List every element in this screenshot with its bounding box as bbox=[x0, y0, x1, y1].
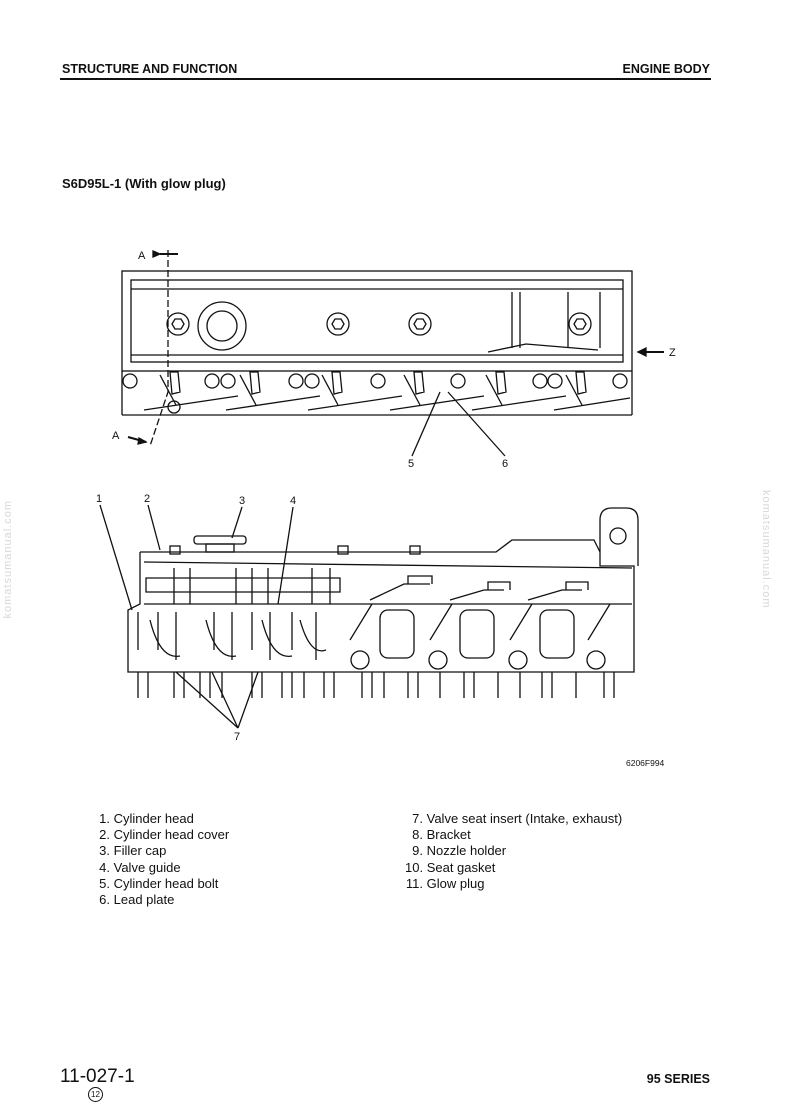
callout-7: 7 bbox=[234, 731, 240, 743]
rocker-row bbox=[122, 371, 631, 414]
top-view: A A Z 5 6 bbox=[112, 250, 676, 470]
legend-label: Cylinder head cover bbox=[113, 827, 230, 843]
legend-item: 9. Nozzle holder bbox=[405, 843, 622, 859]
legend-item: 11. Glow plug bbox=[405, 876, 622, 892]
revision-mark: 12 bbox=[88, 1087, 103, 1102]
watermark-right: komatsumanual.com bbox=[760, 490, 772, 609]
legend-right-column: 7. Valve seat insert (Intake, exhaust) 8… bbox=[405, 811, 622, 892]
legend-item: 10. Seat gasket bbox=[405, 860, 622, 876]
legend-number: 2. bbox=[99, 827, 110, 843]
filler-cap-top bbox=[197, 301, 247, 351]
legend-item: 6. Lead plate bbox=[92, 892, 229, 908]
head-cover-outline bbox=[121, 270, 633, 372]
legend-number: 4. bbox=[99, 859, 110, 875]
legend-number: 9. bbox=[412, 843, 423, 859]
legend-number: 6. bbox=[99, 892, 110, 908]
legend-item: 2. Cylinder head cover bbox=[92, 827, 229, 843]
legend-number: 10. bbox=[405, 859, 424, 875]
callout-6: 6 bbox=[502, 458, 508, 470]
legend-number: 1. bbox=[99, 811, 110, 826]
figure-title: S6D95L-1 (With glow plug) bbox=[62, 176, 226, 191]
callout-3: 3 bbox=[239, 495, 245, 507]
view-label-z: Z bbox=[669, 347, 676, 359]
legend-number: 5. bbox=[99, 875, 110, 891]
legend-item: 1. Cylinder head bbox=[92, 811, 229, 827]
header-rule bbox=[60, 78, 711, 80]
cover-bolt bbox=[408, 312, 432, 336]
legend-label: Glow plug bbox=[426, 875, 485, 891]
head-cover-inner bbox=[130, 279, 624, 363]
series-label: 95 SERIES bbox=[646, 1072, 710, 1086]
cylinder-head-outline bbox=[127, 507, 639, 673]
legend-label: Cylinder head bolt bbox=[113, 875, 219, 891]
callout-5: 5 bbox=[408, 458, 414, 470]
legend-item: 5. Cylinder head bolt bbox=[92, 876, 229, 892]
legend-left-column: 1. Cylinder head 2. Cylinder head cover … bbox=[92, 811, 229, 908]
legend-label: Valve guide bbox=[113, 859, 181, 875]
legend-label: Seat gasket bbox=[426, 859, 496, 875]
legend-label: Valve seat insert (Intake, exhaust) bbox=[426, 811, 623, 826]
legend-label: Bracket bbox=[426, 827, 471, 843]
legend-label: Nozzle holder bbox=[426, 843, 507, 859]
callout-1: 1 bbox=[96, 493, 102, 505]
header-section-title: STRUCTURE AND FUNCTION bbox=[62, 62, 238, 76]
legend-number: 7. bbox=[412, 811, 423, 826]
section-view: 1 2 3 4 7 bbox=[96, 493, 639, 743]
view-label-a-bottom: A bbox=[112, 430, 120, 442]
legend-label: Filler cap bbox=[113, 843, 167, 859]
legend-number: 8. bbox=[412, 827, 423, 843]
legend-label: Cylinder head bbox=[113, 811, 194, 826]
cover-bolt bbox=[166, 312, 190, 336]
legend-number: 11. bbox=[405, 875, 423, 891]
legend-item: 4. Valve guide bbox=[92, 860, 229, 876]
legend-item: 7. Valve seat insert (Intake, exhaust) bbox=[405, 811, 622, 827]
legend-item: 8. Bracket bbox=[405, 827, 622, 843]
view-label-a-top: A bbox=[138, 250, 146, 262]
legend-label: Lead plate bbox=[113, 892, 175, 908]
callout-2: 2 bbox=[144, 493, 150, 505]
figure-code: 6206F994 bbox=[626, 758, 665, 768]
filler-cap-section bbox=[193, 535, 247, 553]
header-chapter-title: ENGINE BODY bbox=[622, 62, 710, 76]
legend-item: 3. Filler cap bbox=[92, 843, 229, 859]
callout-4: 4 bbox=[290, 495, 296, 507]
cover-bolt bbox=[568, 312, 592, 336]
page-number: 11-027-1 bbox=[60, 1066, 135, 1087]
cover-bolt bbox=[326, 312, 350, 336]
legend-number: 3. bbox=[99, 843, 110, 859]
